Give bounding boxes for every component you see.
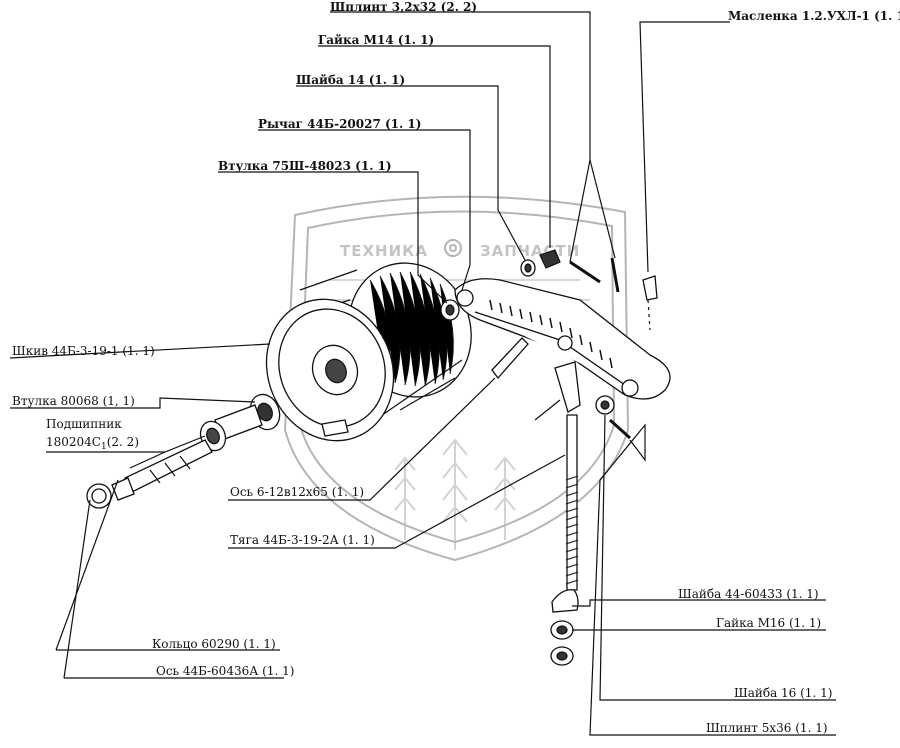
label-shayba-44: Шайба 44-60433 (1. 1) bbox=[678, 587, 819, 601]
labels: Шплинт 3,2х32 (2. 2) Масленка 1.2.УХЛ-1 … bbox=[12, 0, 900, 735]
label-vtulka-75sh: Втулка 75Ш-48023 (1. 1) bbox=[218, 159, 392, 173]
label-rychag: Рычаг 44Б-20027 (1. 1) bbox=[258, 117, 421, 131]
label-maslenka: Масленка 1.2.УХЛ-1 (1. 1) bbox=[728, 9, 900, 23]
label-podshipnik-code: 180204С1(2. 2) bbox=[46, 435, 139, 452]
label-tyaga: Тяга 44Б-3-19-2А (1. 1) bbox=[230, 533, 375, 547]
label-gayka-m16: Гайка М16 (1. 1) bbox=[716, 616, 821, 630]
label-shayba-14: Шайба 14 (1. 1) bbox=[296, 73, 405, 87]
label-os-44b: Ось 44Б-60436А (1. 1) bbox=[156, 664, 294, 678]
label-shplint-3-2x32: Шплинт 3,2х32 (2. 2) bbox=[330, 0, 477, 14]
gear-icon bbox=[444, 239, 462, 257]
label-shkiv: Шкив 44Б-3-19-1 (1. 1) bbox=[12, 344, 155, 358]
label-gayka-m14: Гайка М14 (1. 1) bbox=[318, 33, 434, 47]
pulley-part bbox=[265, 262, 472, 442]
watermark-left-word: ТЕХНИКА bbox=[340, 242, 428, 260]
label-koltso: Кольцо 60290 (1. 1) bbox=[152, 637, 276, 651]
label-vtulka-80068: Втулка 80068 (1, 1) bbox=[12, 394, 135, 408]
axle-assembly bbox=[86, 393, 281, 509]
label-shplint-5x36: Шплинт 5х36 (1. 1) bbox=[706, 721, 828, 735]
lever-assembly bbox=[440, 249, 671, 440]
label-os-6: Ось 6-12в12х65 (1. 1) bbox=[230, 485, 364, 499]
wheat-icon bbox=[394, 438, 516, 550]
lever-teeth bbox=[489, 299, 613, 369]
rod-assembly bbox=[550, 414, 579, 666]
watermark-right-word: ЗАПЧАСТИ bbox=[480, 242, 580, 260]
label-podshipnik: Подшипник bbox=[46, 417, 122, 431]
leader-lines bbox=[9, 11, 836, 736]
label-shayba-16: Шайба 16 (1. 1) bbox=[734, 686, 832, 700]
